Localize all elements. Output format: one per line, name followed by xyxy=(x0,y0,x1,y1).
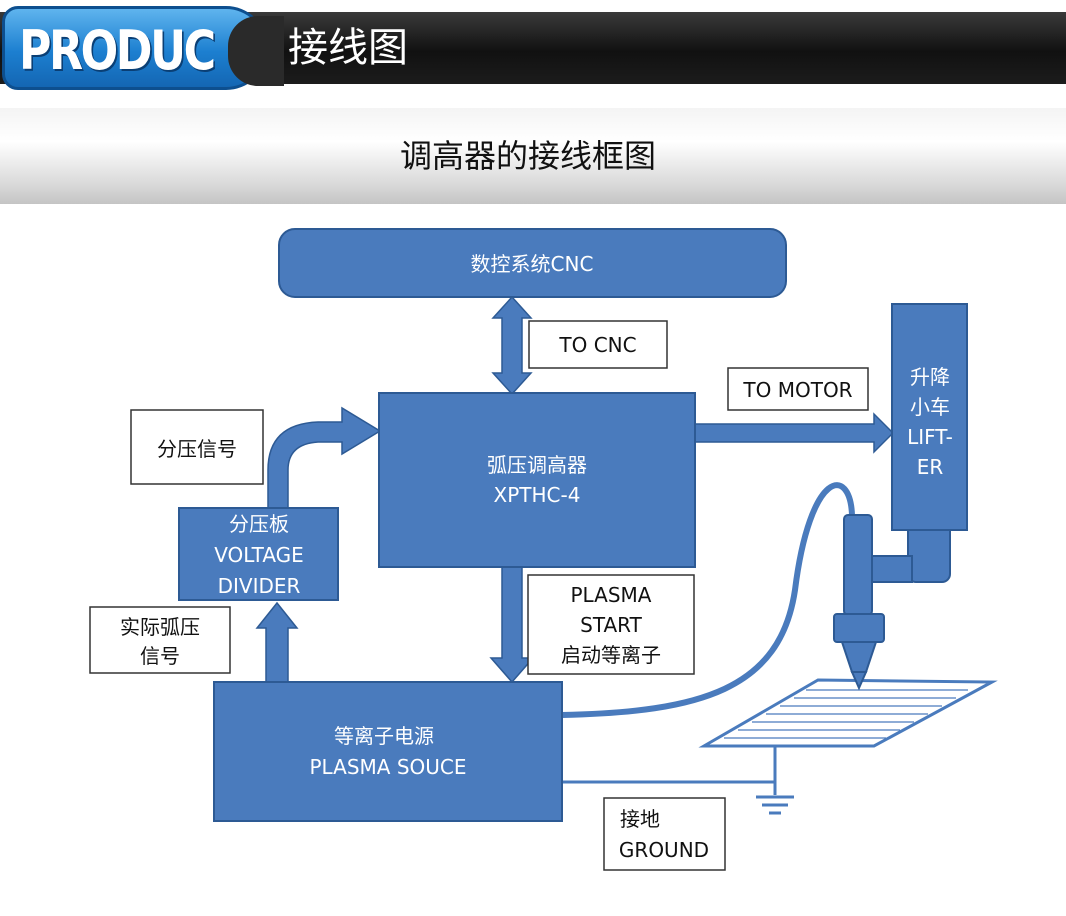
cnc-block: 数控系统CNC xyxy=(278,228,787,298)
lifter-block-label-4: ER xyxy=(917,455,944,479)
svg-text:START: START xyxy=(580,613,642,637)
svg-text:GROUND: GROUND xyxy=(619,838,709,862)
label-plasma-start: PLASMA START 启动等离子 xyxy=(527,574,695,675)
svg-text:分压信号: 分压信号 xyxy=(157,437,237,461)
plasma-block-label-cn: 等离子电源 xyxy=(334,724,434,748)
torch-cable xyxy=(561,482,855,718)
divider-block-label-2: DIVIDER xyxy=(218,574,301,598)
ground-icon xyxy=(756,795,794,815)
label-ground: 接地 GROUND xyxy=(603,797,726,871)
divider-block-label-cn: 分压板 xyxy=(229,512,289,536)
page-title: 接线图 xyxy=(288,25,408,71)
logo-divider xyxy=(228,16,284,86)
lifter-block-label-1: 升降 xyxy=(910,365,950,389)
label-to-cnc: TO CNC xyxy=(528,320,668,369)
plasma-divider-arrow xyxy=(255,601,299,683)
plasma-source-block: 等离子电源 PLASMA SOUCE xyxy=(213,681,563,822)
lifter-block: 升降 小车 LIFT- ER xyxy=(891,303,968,531)
diagram-subtitle: 调高器的接线框图 xyxy=(399,137,656,175)
svg-text:启动等离子: 启动等离子 xyxy=(561,643,661,667)
thc-block-label-model: XPTHC-4 xyxy=(494,483,581,507)
svg-text:实际弧压: 实际弧压 xyxy=(120,615,200,639)
lifter-block-label-3: LIFT- xyxy=(907,425,953,449)
svg-text:信号: 信号 xyxy=(140,644,180,668)
divider-block: 分压板 VOLTAGE DIVIDER xyxy=(178,507,339,601)
plasma-torch xyxy=(833,514,885,691)
svg-text:接地: 接地 xyxy=(620,807,660,831)
divider-thc-arrow xyxy=(267,406,382,509)
subtitle-bar xyxy=(0,108,1066,204)
label-divided-signal: 分压信号 xyxy=(130,409,264,485)
ground-wire xyxy=(562,745,777,795)
lifter-block-label-2: 小车 xyxy=(910,395,950,419)
cnc-thc-arrow xyxy=(491,295,533,396)
label-actual-arc-voltage: 实际弧压 信号 xyxy=(89,606,231,674)
logo: PRODUC xyxy=(2,6,268,90)
svg-text:TO MOTOR: TO MOTOR xyxy=(742,378,852,402)
logo-text: PRODUC xyxy=(19,19,216,82)
divider-block-label-1: VOLTAGE xyxy=(214,543,304,567)
thc-lifter-arrow xyxy=(694,412,895,454)
svg-text:PLASMA: PLASMA xyxy=(571,583,652,607)
work-plate xyxy=(698,678,998,748)
svg-text:TO CNC: TO CNC xyxy=(558,333,636,357)
thc-block: 弧压调高器 XPTHC-4 xyxy=(378,392,696,568)
label-to-motor: TO MOTOR xyxy=(727,367,869,411)
thc-plasma-arrow xyxy=(489,566,535,684)
cnc-block-label: 数控系统CNC xyxy=(471,252,594,276)
plasma-block-label-en: PLASMA SOUCE xyxy=(309,755,466,779)
thc-block-label-cn: 弧压调高器 xyxy=(487,453,587,477)
